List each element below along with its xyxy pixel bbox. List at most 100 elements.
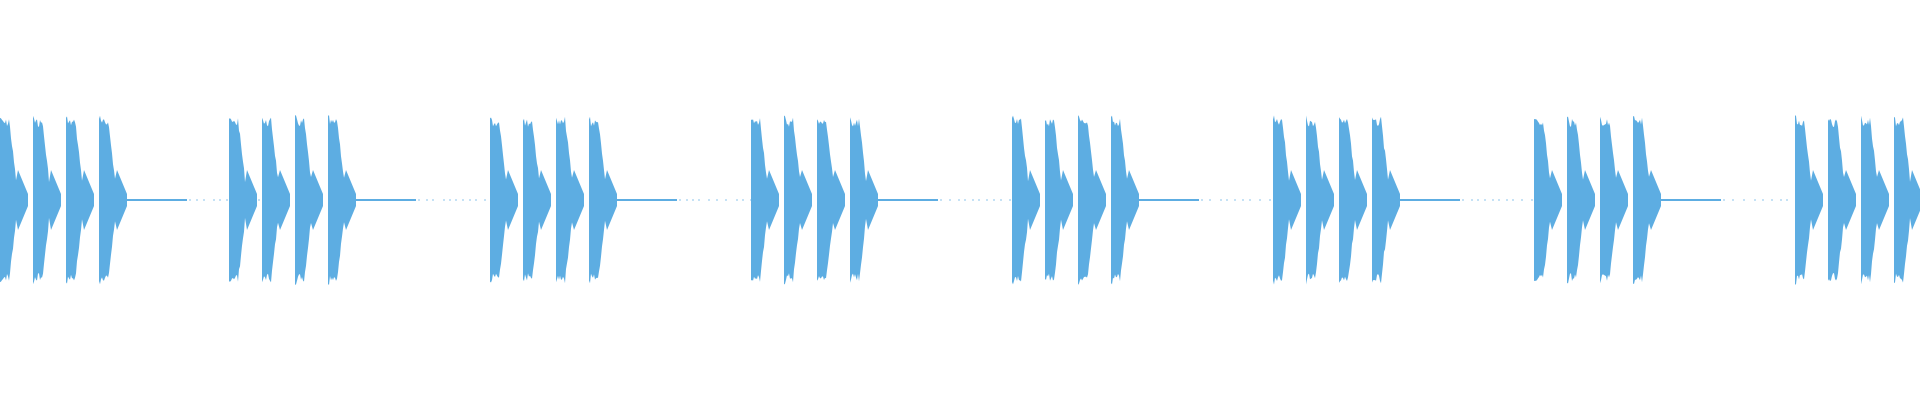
waveform-baseline-dot	[940, 199, 942, 201]
waveform-baseline-dot	[1471, 199, 1473, 201]
waveform-pulse	[99, 115, 127, 285]
burst-group	[229, 115, 511, 285]
waveform-pulse	[1078, 115, 1106, 285]
waveform-baseline-dot	[426, 199, 428, 201]
waveform-baseline-dot	[1234, 199, 1236, 201]
waveform-baseline-dot	[432, 199, 434, 201]
waveform-baseline-dot	[418, 199, 420, 201]
waveform-baseline-dot	[1209, 199, 1211, 201]
waveform-baseline-dot	[196, 199, 198, 201]
waveform-baseline-dot	[1269, 199, 1271, 201]
waveform-pulse	[33, 115, 61, 285]
waveform-baseline-dot	[1462, 199, 1464, 201]
waveform-pulse	[229, 118, 257, 282]
waveform-pulse	[1795, 115, 1823, 285]
waveform-baseline-dot	[1259, 199, 1261, 201]
waveform-baseline-dot	[1786, 199, 1788, 201]
waveform-tail	[878, 199, 938, 201]
waveform-tail	[356, 199, 416, 201]
waveform-pulse	[1861, 115, 1889, 285]
waveform-baseline-dot	[1521, 199, 1523, 201]
waveform-baseline-dot	[978, 199, 980, 201]
waveform-pulse	[784, 115, 812, 285]
waveform-baseline-dot	[1723, 199, 1725, 201]
waveform-baseline-dot	[475, 199, 477, 201]
waveform-pulse	[0, 117, 28, 283]
waveform-baseline-dot	[1492, 199, 1494, 201]
waveform-baseline-dot	[449, 199, 451, 201]
waveform-baseline-dot	[692, 199, 694, 201]
waveform-pulse	[66, 116, 94, 284]
waveform-pulse	[262, 117, 290, 283]
waveform-baseline-dot	[1009, 199, 1011, 201]
waveform-baseline-dot	[1226, 199, 1228, 201]
waveform-tail	[1661, 199, 1721, 201]
waveform-baseline-dot	[1000, 199, 1002, 201]
waveform-baseline-dot	[1220, 199, 1222, 201]
waveform-baseline-dot	[258, 199, 260, 201]
waveform-pulse	[1111, 115, 1139, 285]
waveform-baseline-dot	[725, 199, 727, 201]
waveform-baseline-dot	[708, 199, 710, 201]
waveform-baseline-dot	[1762, 199, 1764, 201]
waveform-pulse	[850, 117, 878, 283]
waveform-pulse	[751, 118, 779, 282]
waveform-tail	[1139, 199, 1199, 201]
waveform-pulse	[589, 116, 617, 284]
waveform-tail	[1400, 199, 1460, 201]
waveform-baseline-dot	[698, 199, 700, 201]
waveform-pulse	[1567, 116, 1595, 284]
waveform-pulse	[556, 116, 584, 284]
waveform-pulse	[1633, 116, 1661, 284]
waveform-pulse	[328, 115, 356, 285]
waveform-baseline-dot	[1531, 199, 1533, 201]
waveform-baseline-dot	[964, 199, 966, 201]
waveform-baseline-dot	[679, 199, 681, 201]
waveform-baseline-dot	[686, 199, 688, 201]
waveform-baseline-dot	[1754, 199, 1756, 201]
waveform-baseline-dot	[1484, 199, 1486, 201]
burst-group	[1012, 115, 1294, 285]
burst-group	[1534, 116, 1815, 284]
waveform-baseline-dot	[443, 199, 445, 201]
waveform-pulse	[1273, 115, 1301, 285]
waveform-baseline-dot	[469, 199, 471, 201]
waveform-pulse	[1012, 115, 1040, 285]
waveform-baseline-dot	[993, 199, 995, 201]
waveform-baseline-dot	[716, 199, 718, 201]
waveform-baseline-dot	[949, 199, 951, 201]
waveform-baseline-dot	[462, 199, 464, 201]
waveform-baseline-dot	[1249, 199, 1251, 201]
burst-group	[751, 115, 1036, 285]
burst-group	[1273, 115, 1561, 285]
waveform-pulse	[1045, 119, 1073, 281]
waveform-pulse	[1828, 119, 1856, 281]
waveform-pulse	[1306, 115, 1334, 285]
waveform-baseline-dot	[1477, 199, 1479, 201]
waveform-baseline-dot	[986, 199, 988, 201]
waveform-baseline-dot	[1201, 199, 1203, 201]
waveform-baseline-dot	[958, 199, 960, 201]
waveform-baseline-dot	[484, 199, 486, 201]
waveform-pulse	[1534, 119, 1562, 281]
waveform-baseline-dot	[1780, 199, 1782, 201]
waveform-baseline-dot	[1242, 199, 1244, 201]
waveform-pulse	[1894, 116, 1920, 284]
waveform-baseline-dot	[1512, 199, 1514, 201]
waveform-baseline-dot	[1743, 199, 1745, 201]
waveform-pulse	[1339, 117, 1367, 283]
waveform-baseline-dot	[213, 199, 215, 201]
waveform-pulse	[490, 117, 518, 283]
waveform-baseline-dot	[1771, 199, 1773, 201]
waveform-baseline-dot	[1732, 199, 1734, 201]
waveform-baseline-dot	[189, 199, 191, 201]
waveform-baseline-dot	[455, 199, 457, 201]
waveform-baseline-dot	[226, 199, 228, 201]
waveform-pulse	[817, 119, 845, 281]
waveform-baseline-dot	[742, 199, 744, 201]
burst-group	[1795, 115, 1920, 285]
waveform-baseline-dot	[1506, 199, 1508, 201]
waveform-pulse	[1372, 116, 1400, 284]
